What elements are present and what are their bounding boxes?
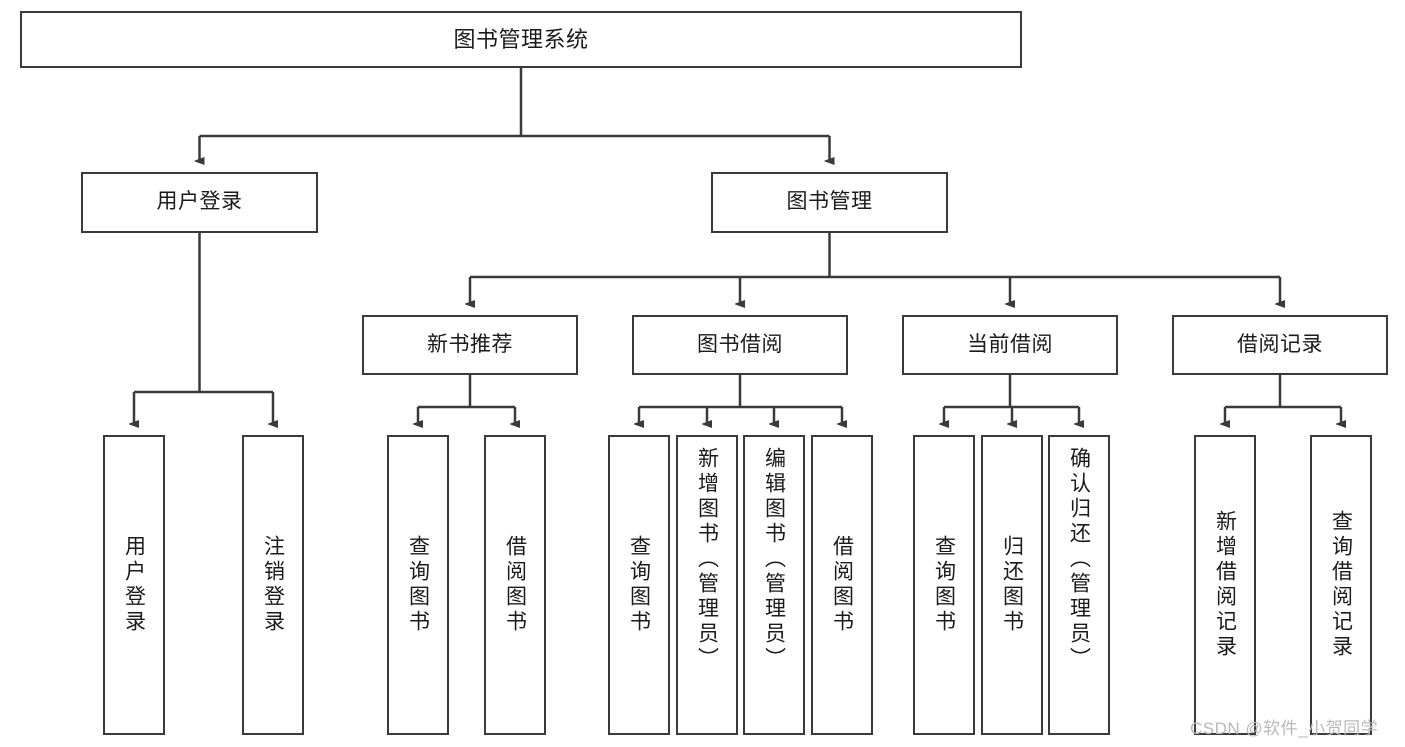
node-label: 查询图书 [406,535,430,635]
node-leaf-confirm-return[interactable]: 确认归还（管理员） [1048,435,1110,735]
node-label: 编辑图书（管理员） [762,447,786,672]
node-leaf-user-login[interactable]: 用户登录 [103,435,165,735]
node-leaf-query-record[interactable]: 查询借阅记录 [1310,435,1372,735]
node-leaf-edit-book[interactable]: 编辑图书（管理员） [743,435,805,735]
node-user-login[interactable]: 用户登录 [81,172,318,233]
node-label: 归还图书 [1000,535,1024,635]
node-label: 当前借阅 [967,332,1053,356]
node-label: 新增图书（管理员） [695,447,719,672]
node-current-borrow[interactable]: 当前借阅 [902,315,1118,375]
node-leaf-query-book-2[interactable]: 查询图书 [608,435,670,735]
node-leaf-return-book[interactable]: 归还图书 [981,435,1043,735]
node-leaf-add-record[interactable]: 新增借阅记录 [1194,435,1256,735]
node-leaf-add-book[interactable]: 新增图书（管理员） [676,435,738,735]
node-leaf-borrow-book-1[interactable]: 借阅图书 [484,435,546,735]
node-label: 新书推荐 [427,332,513,356]
node-label: 用户登录 [156,190,243,214]
node-leaf-borrow-book-2[interactable]: 借阅图书 [811,435,873,735]
node-label: 图书管理 [786,190,873,214]
node-label: 查询借阅记录 [1329,510,1353,660]
node-label: 注销登录 [261,535,285,635]
node-label: 新增借阅记录 [1213,510,1237,660]
node-label: 用户登录 [122,535,146,635]
node-leaf-query-book-3[interactable]: 查询图书 [913,435,975,735]
node-label: 借阅图书 [503,535,527,635]
node-new-book-recommend[interactable]: 新书推荐 [362,315,578,375]
node-borrow-record[interactable]: 借阅记录 [1172,315,1388,375]
node-label: 图书管理系统 [453,26,589,52]
node-label: 查询图书 [627,535,651,635]
node-label: 借阅记录 [1237,332,1323,356]
node-label: 查询图书 [932,535,956,635]
node-label: 借阅图书 [830,535,854,635]
node-leaf-logout[interactable]: 注销登录 [242,435,304,735]
node-root-system[interactable]: 图书管理系统 [20,11,1022,68]
node-book-borrow[interactable]: 图书借阅 [632,315,848,375]
node-book-manage[interactable]: 图书管理 [711,172,948,233]
node-leaf-query-book-1[interactable]: 查询图书 [387,435,449,735]
node-label: 确认归还（管理员） [1067,447,1091,672]
node-label: 图书借阅 [697,332,783,356]
